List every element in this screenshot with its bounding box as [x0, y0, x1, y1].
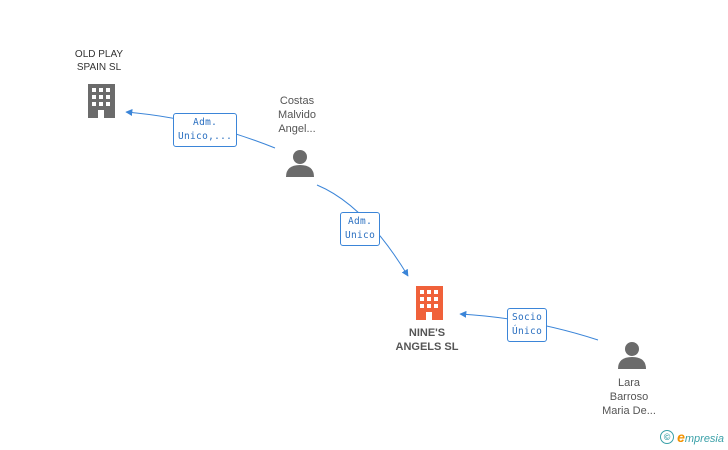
node-label-line: Malvido	[278, 109, 316, 121]
brand-name: empresia	[677, 429, 724, 445]
person-icon[interactable]	[618, 342, 646, 369]
node-label-line: SPAIN SL	[76, 62, 122, 73]
edge-label-line: Unico,...	[178, 131, 233, 142]
edge-label-line: Socio	[512, 312, 543, 323]
node-label-line: Costas	[279, 95, 315, 107]
node-label-nines-angels[interactable]: NINE'S ANGELS SL	[396, 326, 459, 354]
edge-label-line: Adm.	[348, 216, 373, 227]
node-label-line: Angel...	[278, 123, 316, 135]
building-icon[interactable]	[88, 84, 115, 118]
node-label-old-play[interactable]: OLD PLAY SPAIN SL	[75, 48, 123, 74]
node-label-line: Maria De...	[602, 405, 656, 417]
node-label-line: ANGELS SL	[395, 341, 459, 353]
person-icon[interactable]	[286, 150, 314, 177]
empresia-logo[interactable]: © empresia	[660, 429, 724, 445]
node-label-line: NINE'S	[408, 327, 446, 339]
edge-label-lara-nines[interactable]: Socio Único	[507, 308, 548, 342]
edge-label-costas-nines[interactable]: Adm. Unico	[340, 212, 381, 246]
building-icon[interactable]	[416, 286, 443, 320]
node-label-lara[interactable]: Lara Barroso Maria De...	[602, 376, 656, 418]
edge-label-line: Único	[512, 326, 543, 337]
copyright-icon: ©	[660, 430, 675, 444]
edge-label-costas-oldplay[interactable]: Adm. Unico,...	[173, 113, 238, 147]
edge-label-line: Adm.	[193, 117, 218, 128]
node-label-line: Barroso	[609, 391, 649, 403]
edge-label-line: Unico	[345, 230, 376, 241]
node-label-line: Lara	[617, 377, 641, 389]
node-label-line: OLD PLAY	[74, 49, 124, 60]
node-label-costas[interactable]: Costas Malvido Angel...	[278, 94, 316, 136]
